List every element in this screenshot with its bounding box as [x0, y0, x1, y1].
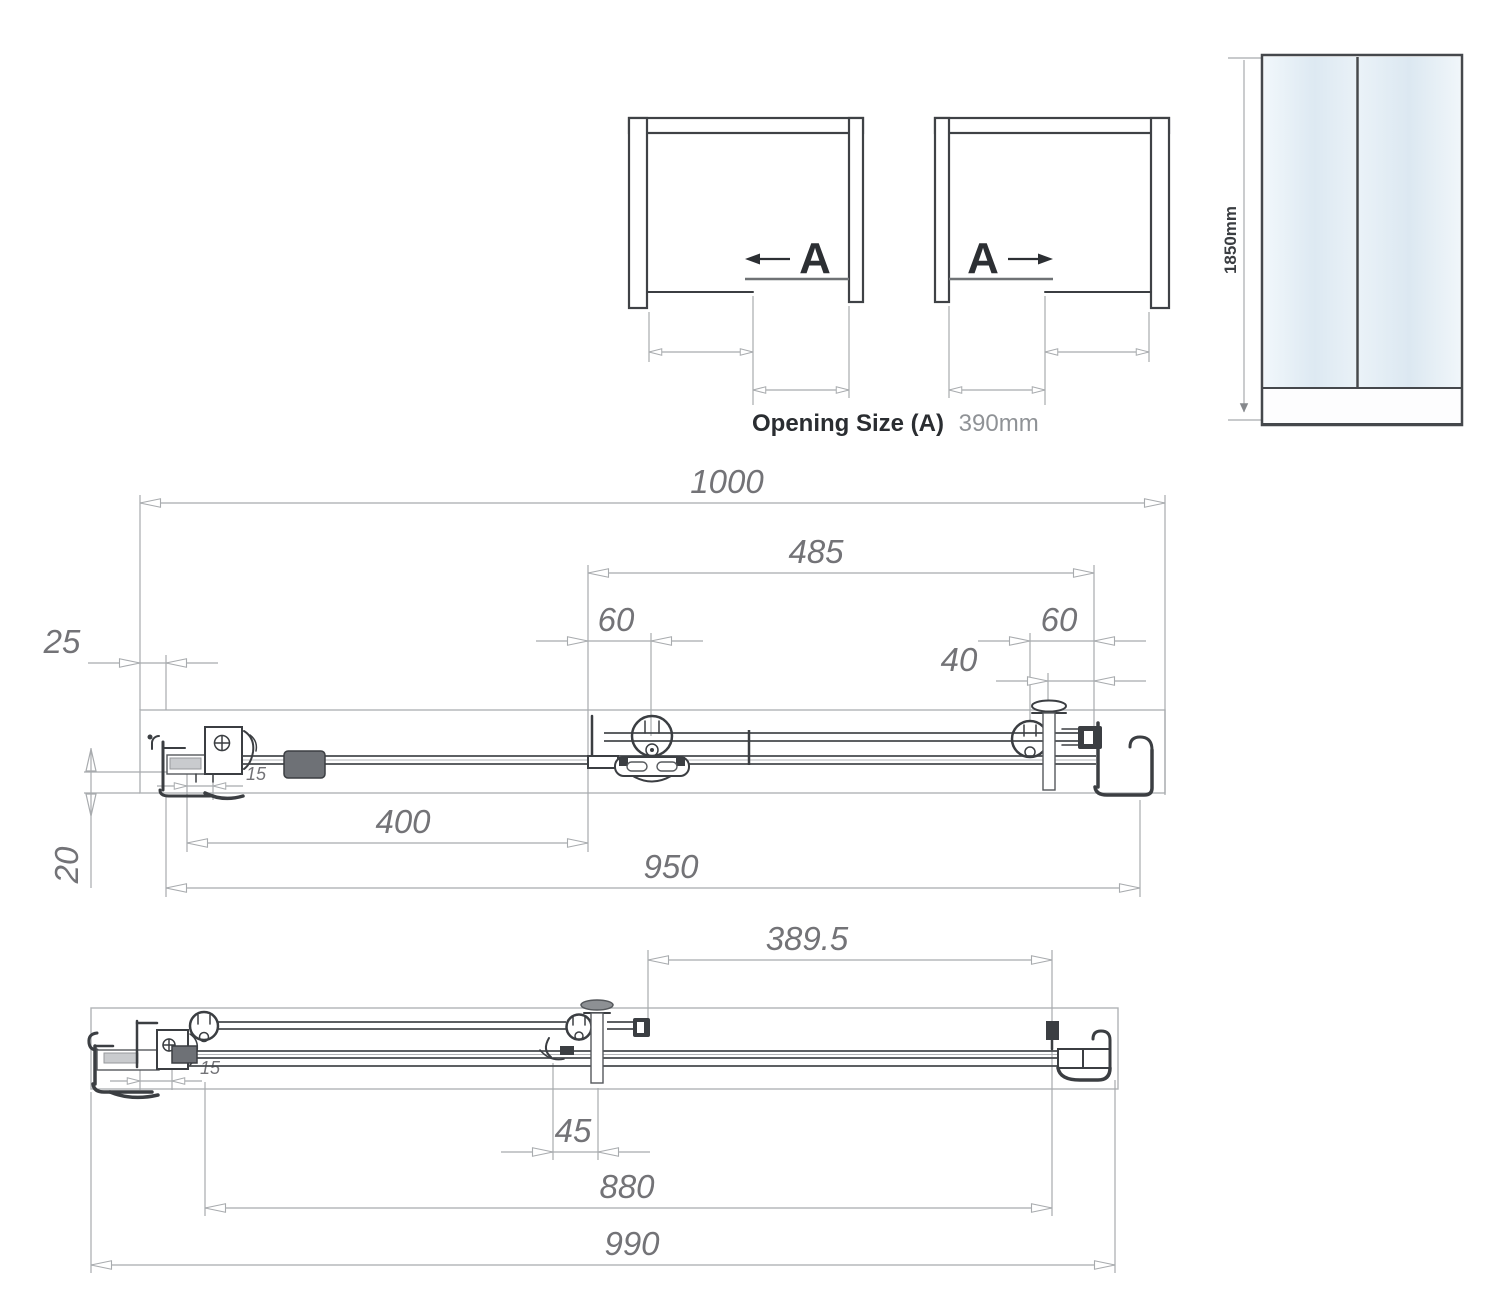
dim-door-travel: 400 [375, 803, 431, 840]
wall-profile-left-closed [87, 1019, 160, 1100]
dim-overall-width: 1000 [690, 463, 764, 500]
opening-size-caption: Opening Size (A) 390mm [752, 410, 1039, 437]
dim-inner-width-open: 950 [643, 848, 699, 885]
top-view-closed: 389.5 15 45 880 990 [87, 920, 1119, 1273]
roller-middle [614, 714, 690, 783]
door-end-cap-closed [607, 1018, 650, 1037]
top-view-open: 1000 485 60 60 40 25 15 400 950 20 [43, 463, 1166, 897]
dim-roller-right: 60 [1041, 601, 1078, 638]
handle-knob-open [1031, 699, 1067, 791]
panel-edge-bracket [587, 714, 619, 769]
dim-profile-adjust-open: 15 [246, 764, 267, 784]
elevation-height-label: 1850mm [1221, 206, 1240, 274]
dim-handle-offset: 40 [941, 641, 978, 678]
wall-bracket-left [204, 726, 326, 779]
caption-label: Opening Size (A) [752, 410, 944, 437]
opening-letter-right: A [967, 234, 999, 283]
dim-opening-width: 389.5 [766, 920, 849, 957]
dim-inner-width-closed: 990 [604, 1225, 660, 1262]
door-frame-outline [1260, 53, 1464, 427]
dim-glass-span: 880 [599, 1168, 655, 1205]
opening-letter-left: A [799, 234, 831, 283]
roller-middle-closed [565, 1013, 593, 1041]
wall-profile-right-closed [1046, 1021, 1112, 1082]
dim-roller-left: 60 [598, 601, 635, 638]
wall-profile-right [1093, 721, 1154, 797]
opening-diagram-right: A [933, 116, 1171, 405]
dim-bottom-depth: 20 [48, 846, 85, 884]
arrow-right-icon [1008, 253, 1053, 265]
enclosure-outline-closed [90, 1007, 1119, 1090]
wall-bracket-left-closed [156, 1029, 199, 1070]
roller-left-closed [188, 1010, 220, 1043]
dim-wall-clearance: 25 [43, 623, 81, 660]
door-end-cap-open [1061, 726, 1102, 749]
arrow-left-icon [745, 253, 790, 265]
opening-diagram-left: A [627, 116, 865, 405]
handle-knob-closed [580, 999, 614, 1084]
door-edge-closed [539, 1037, 574, 1061]
dim-profile-adjust-closed: 15 [200, 1058, 221, 1078]
glass-panel-right [1359, 57, 1460, 388]
elevation-view: 1850mm [1221, 53, 1464, 427]
glass-panel-left [1264, 57, 1356, 388]
caption-value: 390mm [959, 410, 1039, 437]
bottom-frame-rail [1261, 387, 1463, 425]
svg-text:Opening Size (A) 390mm: Opening Size (A) 390mm [752, 410, 1039, 437]
dim-fixed-panel: 485 [788, 533, 844, 570]
dim-handle-clearance: 45 [555, 1112, 592, 1149]
wall-profile-left [147, 734, 245, 801]
